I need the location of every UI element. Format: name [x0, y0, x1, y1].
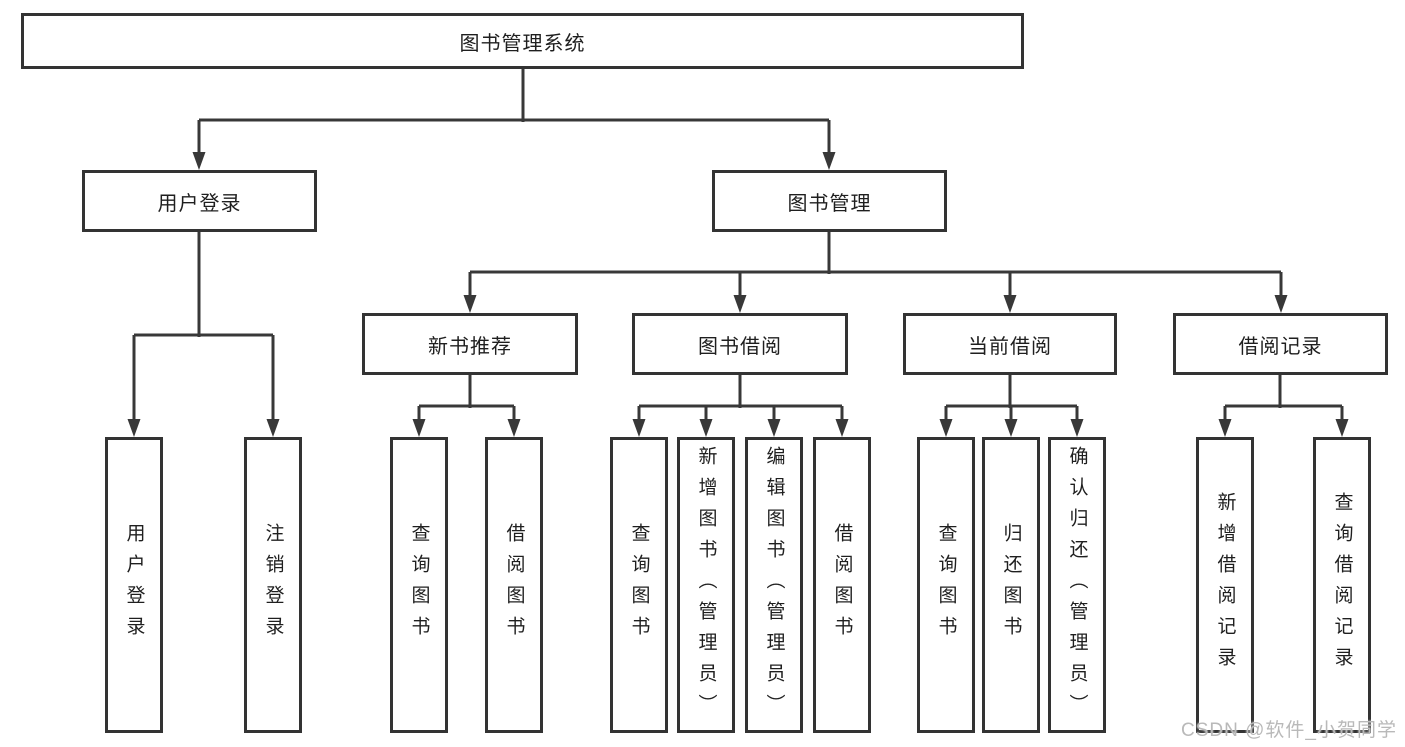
node-label: 图书管理系统 [459, 32, 586, 55]
leaf-add-book-admin: 新增图书（管理员） [677, 437, 735, 733]
leaf-label: 注销登录 [262, 523, 284, 647]
arrowheads [127, 152, 1349, 437]
leaf-label: 编辑图书（管理员） [763, 445, 785, 725]
node-library-system: 图书管理系统 [21, 13, 1024, 69]
leaf-query-books-current: 查询图书 [917, 437, 975, 733]
node-label: 新书推荐 [428, 335, 512, 358]
leaf-label: 确认归还（管理员） [1066, 445, 1088, 725]
node-user-login: 用户登录 [82, 170, 317, 232]
leaf-query-books-recommend: 查询图书 [390, 437, 448, 733]
leaf-label: 归还图书 [1000, 523, 1022, 647]
leaf-label: 查询借阅记录 [1331, 492, 1353, 678]
node-book-borrowing: 图书借阅 [632, 313, 848, 375]
node-label: 图书借阅 [698, 335, 782, 358]
leaf-add-borrow-record: 新增借阅记录 [1196, 437, 1254, 733]
csdn-watermark: CSDN @软件_小贺同学 [1181, 720, 1397, 741]
node-book-management: 图书管理 [712, 170, 947, 232]
leaf-borrow-books-recommend: 借阅图书 [485, 437, 543, 733]
leaf-return-book: 归还图书 [982, 437, 1040, 733]
leaf-borrow-books-borrowing: 借阅图书 [813, 437, 871, 733]
leaf-edit-book-admin: 编辑图书（管理员） [745, 437, 803, 733]
leaf-label: 查询图书 [628, 523, 650, 647]
node-label: 用户登录 [157, 192, 242, 215]
leaf-logout: 注销登录 [244, 437, 302, 733]
node-new-book-recommend: 新书推荐 [362, 313, 578, 375]
leaf-label: 用户登录 [123, 523, 145, 647]
tree-edges [132, 69, 1344, 421]
leaf-query-borrow-record: 查询借阅记录 [1313, 437, 1371, 733]
node-current-borrowing: 当前借阅 [903, 313, 1117, 375]
leaf-label: 借阅图书 [503, 523, 525, 647]
node-label: 当前借阅 [968, 335, 1052, 358]
node-label: 借阅记录 [1238, 335, 1323, 358]
leaf-label: 查询图书 [935, 523, 957, 647]
leaf-label: 新增借阅记录 [1214, 492, 1236, 678]
leaf-user-login: 用户登录 [105, 437, 163, 733]
node-borrowing-records: 借阅记录 [1173, 313, 1388, 375]
leaf-label: 借阅图书 [831, 523, 853, 647]
node-label: 图书管理 [787, 192, 872, 215]
leaf-label: 查询图书 [408, 523, 430, 647]
leaf-confirm-return-admin: 确认归还（管理员） [1048, 437, 1106, 733]
leaf-label: 新增图书（管理员） [695, 445, 717, 725]
leaf-query-books-borrowing: 查询图书 [610, 437, 668, 733]
